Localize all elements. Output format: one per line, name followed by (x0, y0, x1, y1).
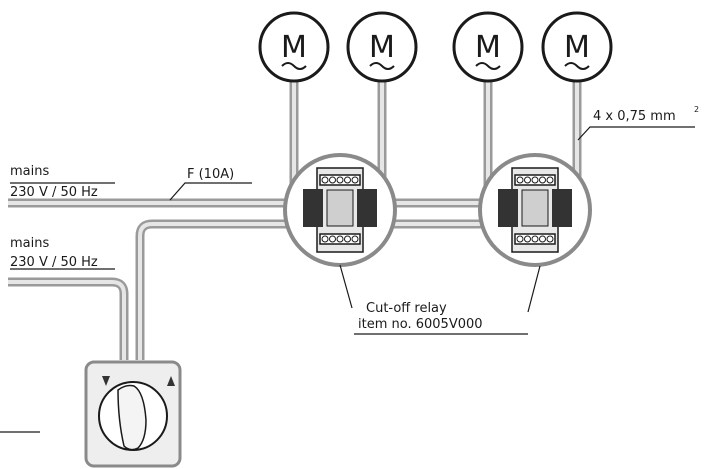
terminal-strip-bottom (319, 233, 361, 245)
cable-superscript: 2 (694, 105, 699, 114)
mains-bottom-label: mains (10, 236, 49, 251)
terminal-strip-top (319, 174, 361, 186)
relay-label: Cut-off relay (366, 301, 447, 316)
mains-bottom-voltage: 230 V / 50 Hz (10, 255, 98, 270)
switch-knob (117, 384, 147, 451)
motor-3: M (452, 11, 524, 83)
arrow-up-icon (167, 376, 175, 386)
motor-1: M (258, 11, 330, 83)
wires (8, 82, 582, 360)
rotary-switch (84, 360, 182, 468)
terminal-strip-bottom (514, 233, 556, 245)
motor-letter: M (369, 30, 395, 65)
wire-mains-switch (8, 277, 129, 360)
motor-2: M (346, 11, 418, 83)
relay-2 (478, 153, 592, 267)
fuse-label: F (10A) (187, 167, 234, 182)
cable-label: 4 x 0,75 mm (593, 109, 676, 124)
relay-1 (283, 153, 397, 267)
motor-letter: M (564, 30, 590, 65)
motor-4: M (541, 11, 613, 83)
mains-top-voltage: 230 V / 50 Hz (10, 185, 98, 200)
leader-lines (0, 126, 695, 433)
arrow-down-icon (102, 376, 110, 386)
motor-letter: M (281, 30, 307, 65)
motor-letter: M (475, 30, 501, 65)
relay-item-number: item no. 6005V000 (358, 317, 483, 332)
mains-top-label: mains (10, 164, 49, 179)
terminal-strip-top (514, 174, 556, 186)
